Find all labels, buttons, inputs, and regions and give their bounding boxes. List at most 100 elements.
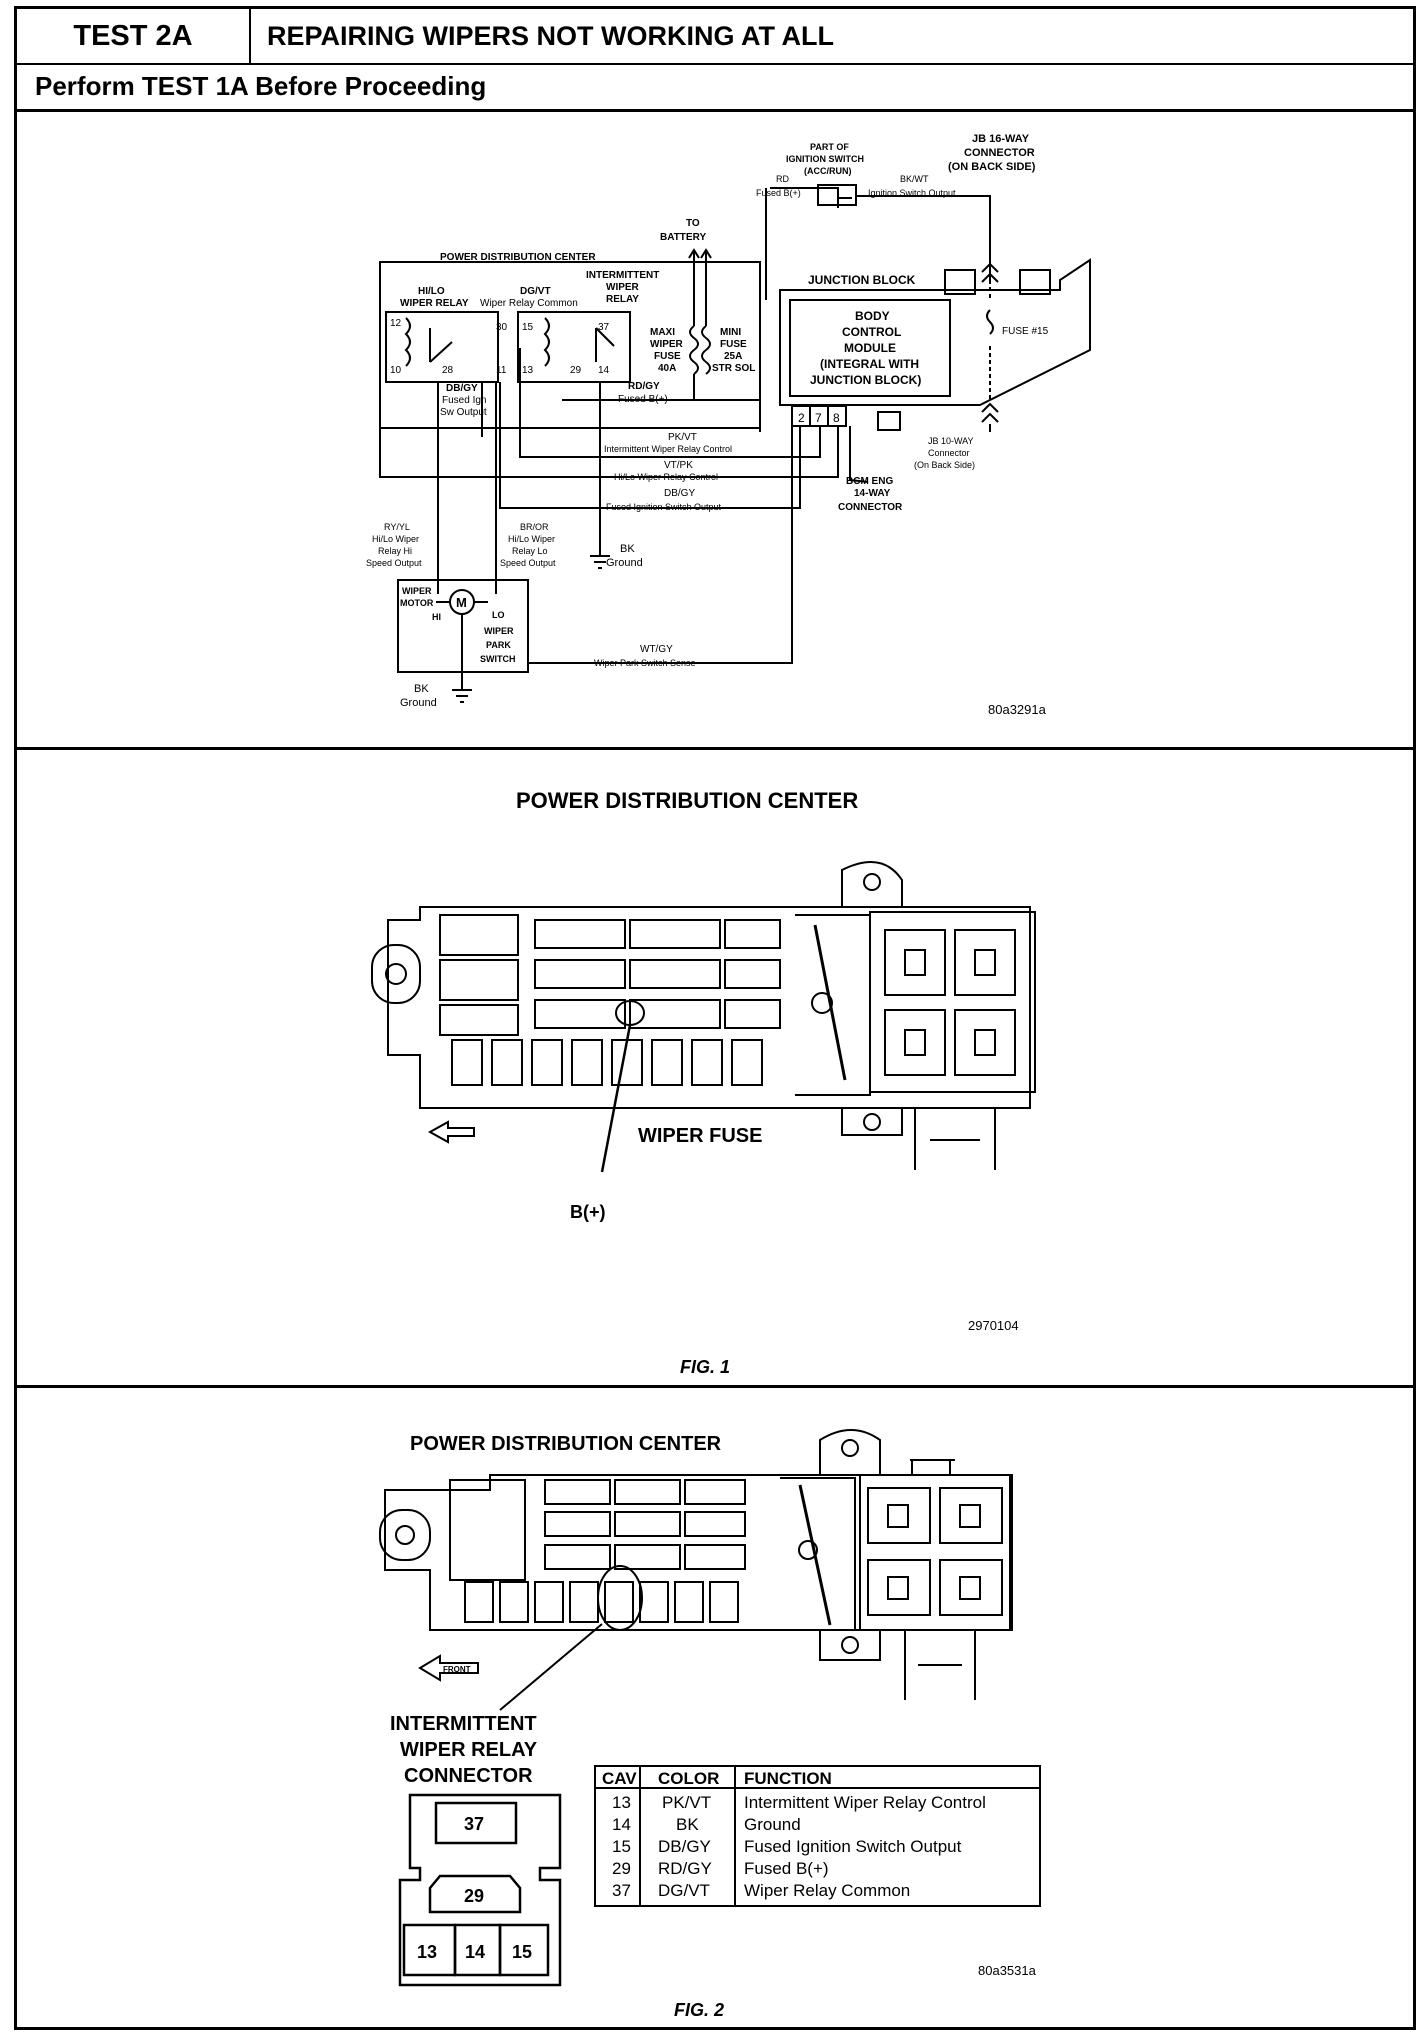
int-relay-coil xyxy=(543,317,550,367)
bcm-label2: CONTROL xyxy=(842,325,901,339)
rdyl-desc: Hi/Lo Wiper xyxy=(372,534,419,544)
front-arrow-label: FRONT xyxy=(443,1665,471,1674)
fig1-code: 2970104 xyxy=(968,1318,1019,1333)
section-divider xyxy=(14,1385,1416,1388)
ign-switch-label: PART OF xyxy=(810,142,849,152)
table-cell: PK/VT xyxy=(662,1793,711,1812)
hilo-relay-box xyxy=(385,311,499,383)
table-cell: 37 xyxy=(612,1881,631,1900)
table-cell: Wiper Relay Common xyxy=(744,1881,910,1900)
wtgy-label: WT/GY xyxy=(640,644,673,655)
pkvt-label: PK/VT xyxy=(668,432,697,443)
vtpk-label: VT/PK xyxy=(664,460,693,471)
wiper-motor-hi: HI xyxy=(432,612,441,622)
fuse15-label: FUSE #15 xyxy=(1002,326,1049,337)
bcm-label4: (INTEGRAL WITH xyxy=(820,357,919,371)
pkvt-desc: Intermittent Wiper Relay Control xyxy=(604,444,732,454)
vtpk-desc: Hi/Lo Wiper Relay Control xyxy=(614,472,718,482)
wiring-schematic xyxy=(379,184,1091,703)
maxi-fuse-label4: 40A xyxy=(658,363,676,374)
fig1-caption: FIG. 1 xyxy=(680,1357,730,1377)
pin-28: 28 xyxy=(442,365,454,376)
mini-fuse-label3: 25A xyxy=(724,351,742,362)
cavity-15: 15 xyxy=(512,1942,532,1962)
dbgy2-desc: Fused Ignition Switch Output xyxy=(606,502,722,512)
maxi-fuse-symbol xyxy=(689,325,699,375)
fig1-title: POWER DISTRIBUTION CENTER xyxy=(516,788,858,813)
table-cell: 29 xyxy=(612,1859,631,1878)
cavity-14: 14 xyxy=(465,1942,485,1962)
pin-10: 10 xyxy=(390,365,402,376)
bk-ground2-label: BK xyxy=(414,683,429,695)
cavity-table xyxy=(594,1765,1041,1907)
pin-29: 29 xyxy=(570,365,582,376)
table-cell: Fused B(+) xyxy=(744,1859,829,1878)
table-cell: 13 xyxy=(612,1793,631,1812)
mini-fuse-symbol xyxy=(701,325,711,375)
bk-ground2-desc: Ground xyxy=(400,697,437,709)
park-switch-label3: PARK xyxy=(486,640,511,650)
fig2-code: 80a3531a xyxy=(978,1963,1037,1978)
bror-desc2: Relay Lo xyxy=(512,546,548,556)
bror-desc: Hi/Lo Wiper xyxy=(508,534,555,544)
table-cell: BK xyxy=(676,1815,699,1834)
table-cell: RD/GY xyxy=(658,1859,712,1878)
section-divider xyxy=(14,747,1416,750)
rdgy-label: RD/GY xyxy=(628,381,660,392)
header-row: TEST 2A REPAIRING WIPERS NOT WORKING AT … xyxy=(17,9,1413,65)
dgvt-desc: Wiper Relay Common xyxy=(480,298,578,309)
jb16-label2: CONNECTOR xyxy=(964,147,1035,159)
bcm-connector-pins xyxy=(791,405,847,427)
dbgy-desc: Fused Ign xyxy=(442,395,486,406)
bkwt-desc: Ignition Switch Output xyxy=(868,188,956,198)
hilo-relay-label: HI/LO xyxy=(418,286,445,297)
wtgy-desc: Wiper Park Switch Sense xyxy=(594,658,696,668)
int-relay-label: INTERMITTENT xyxy=(586,270,659,281)
int-relay-label2: WIPER xyxy=(606,282,640,293)
junction-block-label: JUNCTION BLOCK xyxy=(808,273,916,287)
schematic-code: 80a3291a xyxy=(988,702,1047,717)
connector-title2: WIPER RELAY xyxy=(400,1739,538,1761)
wiper-motor-label: WIPER xyxy=(402,586,432,596)
bkwt-label: BK/WT xyxy=(900,174,929,184)
dbgy2-label: DB/GY xyxy=(664,488,695,499)
mini-fuse-label4: STR SOL xyxy=(712,363,755,374)
page-frame xyxy=(14,6,1416,2030)
relay-callout-circle xyxy=(597,1565,643,1631)
rd-desc: Fused B(+) xyxy=(756,188,801,198)
dbgy-label: DB/GY xyxy=(446,383,478,394)
dgvt-label: DG/VT xyxy=(520,286,551,297)
bcm-label5: JUNCTION BLOCK) xyxy=(810,373,921,387)
mini-fuse-label2: FUSE xyxy=(720,339,747,350)
jb16-label3: (ON BACK SIDE) xyxy=(948,161,1036,173)
relay-connector-face xyxy=(398,1793,562,1987)
rdyl-desc2: Relay Hi xyxy=(378,546,412,556)
prerequisite-note: Perform TEST 1A Before Proceeding xyxy=(35,70,487,101)
bcm-eng-label2: 14-WAY xyxy=(854,488,891,499)
wiper-fuse-label: WIPER FUSE xyxy=(638,1125,762,1147)
park-switch-label2: WIPER xyxy=(484,626,514,636)
to-battery-label: TO xyxy=(686,218,700,229)
motor-m-label: M xyxy=(456,595,467,610)
pin-12: 12 xyxy=(390,318,402,329)
park-switch-label4: SWITCH xyxy=(480,654,516,664)
bror-desc3: Speed Output xyxy=(500,558,556,568)
table-cell: 14 xyxy=(612,1815,631,1834)
cavity-37: 37 xyxy=(464,1814,484,1834)
hilo-relay-label2: WIPER RELAY xyxy=(400,298,469,309)
cavity-table-text: CAV COLOR FUNCTION 13 PK/VT Intermittent… xyxy=(602,1769,986,1900)
to-battery-label2: BATTERY xyxy=(660,232,706,243)
fig1-pdc-drawing xyxy=(371,861,1036,1173)
cavity-13: 13 xyxy=(417,1942,437,1962)
bcm-label3: MODULE xyxy=(844,341,896,355)
bcm-eng-label3: CONNECTOR xyxy=(838,502,903,513)
rdyl-label: RY/YL xyxy=(384,522,410,532)
bcm-eng-label: BCM ENG xyxy=(846,476,893,487)
hilo-relay-coil xyxy=(404,317,411,367)
rdgy-desc: Fused B(+) xyxy=(618,394,668,405)
table-header-function: FUNCTION xyxy=(744,1769,832,1788)
table-cell: 15 xyxy=(612,1837,631,1856)
pin-14: 14 xyxy=(598,365,610,376)
jb10-label2: Connector xyxy=(928,448,970,458)
pin-30: 30 xyxy=(496,322,508,333)
